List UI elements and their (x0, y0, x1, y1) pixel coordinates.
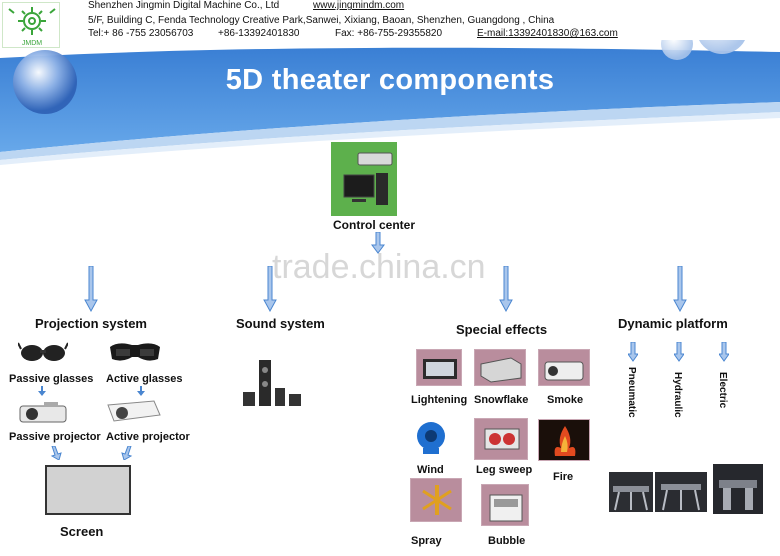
arrow-electric (719, 342, 729, 362)
platform-type-pneumatic: Pneumatic (626, 367, 637, 418)
electric-platform-image (713, 464, 763, 514)
arrow-to-sound (263, 266, 277, 312)
effect-label-leg-sweep: Leg sweep (476, 464, 533, 476)
telephone: Tel:+ 86 -755 23056703 (88, 28, 194, 39)
arrow-hydraulic (674, 342, 684, 362)
arrow-to-platform (673, 266, 687, 312)
screen-image (45, 465, 131, 515)
effect-label-smoke: Smoke (547, 394, 584, 406)
arrow-to-projection (84, 266, 98, 312)
fire-image (538, 419, 590, 461)
control-center-image (331, 142, 397, 216)
effect-label-fire: Fire (553, 471, 574, 483)
snowflake-image (474, 349, 526, 386)
leg-sweep-image (474, 418, 528, 460)
arrow-to-effects (499, 266, 513, 312)
arrow-glasses-right (137, 386, 145, 396)
active-glasses-image (108, 335, 162, 369)
website-link[interactable]: www.jingmindm.com (313, 0, 405, 11)
effect-label-wind: Wind (417, 464, 444, 476)
special-effects-title: Special effects (456, 322, 548, 337)
dynamic-platform-title: Dynamic platform (618, 316, 728, 331)
logo-text: JMDM (22, 40, 42, 47)
projection-system-title: Projection system (35, 316, 147, 331)
effect-label-snowflake: Snowflake (474, 394, 529, 406)
watermark: trade.china.cn (272, 248, 486, 286)
hydraulic-platform-image (655, 472, 707, 512)
bubble-image (481, 484, 529, 526)
company-name: Shenzhen Jingmin Digital Machine Co., Lt… (88, 0, 280, 11)
active-projector-image (104, 395, 162, 427)
passive-projector-image (18, 398, 68, 426)
mobile-number: +86-13392401830 (218, 28, 300, 39)
arrow-to-control (371, 232, 385, 254)
active-projector-label: Active projector (106, 431, 190, 443)
screen-label: Screen (60, 524, 104, 539)
pneumatic-platform-image (609, 472, 653, 512)
arrow-pneumatic (628, 342, 638, 362)
arrow-to-screen-right (121, 446, 133, 460)
effect-label-bubble: Bubble (488, 535, 526, 547)
company-logo: JMDM (2, 2, 60, 48)
spray-image (410, 478, 462, 522)
fax-number: Fax: +86-755-29355820 (335, 28, 443, 39)
lightening-image (416, 349, 462, 386)
page-title: 5D theater components (225, 64, 555, 96)
company-address: 5/F, Building C, Fenda Technology Creati… (88, 15, 555, 26)
title-banner (0, 40, 780, 165)
passive-glasses-image (18, 335, 68, 369)
platform-type-electric: Electric (717, 372, 728, 409)
platform-type-hydraulic: Hydraulic (672, 372, 683, 418)
passive-projector-label: Passive projector (9, 431, 101, 443)
passive-glasses-label: Passive glasses (9, 373, 94, 385)
smoke-image (538, 349, 590, 386)
speakers-image (239, 358, 303, 408)
email-link[interactable]: E-mail:13392401830@163.com (477, 28, 618, 39)
arrow-glasses-left (38, 386, 46, 396)
active-glasses-label: Active glasses (106, 373, 183, 385)
arrow-to-screen-left (50, 446, 62, 460)
wind-image (413, 418, 449, 456)
effect-label-spray: Spray (411, 535, 442, 547)
sound-system-title: Sound system (236, 316, 325, 331)
control-center-label: Control center (333, 218, 416, 232)
effect-label-lightening: Lightening (411, 394, 468, 406)
